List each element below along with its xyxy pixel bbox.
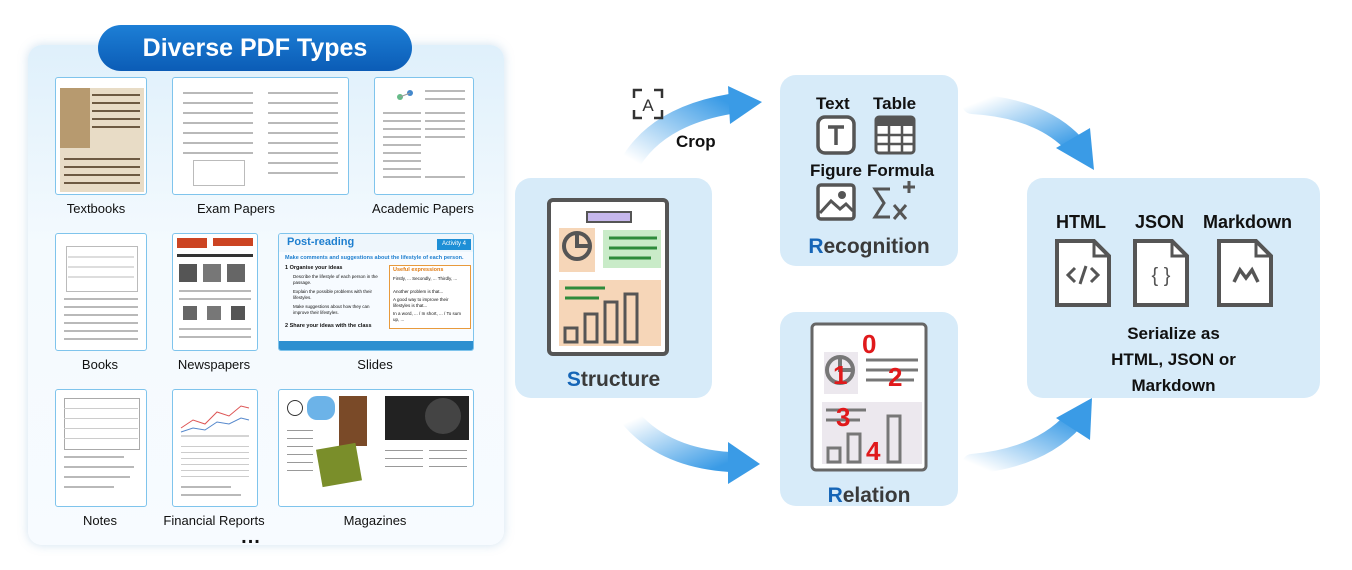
html-file-icon [1054, 238, 1112, 308]
textbooks-label: Textbooks [66, 201, 126, 216]
svg-text:A: A [642, 96, 654, 115]
slide-expression-4: In a word, ... / In short, ... / To sum … [393, 311, 461, 322]
newspapers-label: Newspapers [177, 357, 251, 372]
arrow-to-relation [622, 410, 760, 484]
slide-bullet-2: Explain the possible problems with their… [293, 289, 373, 300]
markdown-format-label: Markdown [1203, 212, 1293, 232]
academic-paper-thumbnail [374, 77, 474, 195]
recognition-box: Text Table Figure Formula Recognition [780, 75, 958, 266]
order-number-3: 3 [836, 402, 851, 432]
markdown-file-icon [1216, 238, 1274, 308]
recognition-title: Recognition [808, 235, 930, 258]
slide-instruction: Make comments and suggestions about the … [285, 255, 464, 261]
relation-document-icon [810, 322, 928, 472]
order-number-0: 0 [862, 329, 877, 359]
slide-expression-1: Firstly, ... Secondly, ... Thirdly, ... [393, 276, 458, 281]
magazines-label: Magazines [343, 513, 407, 528]
slide-badge: Activity 4 [437, 239, 471, 250]
serialize-caption: Serialize as HTML, JSON or Markdown [1027, 321, 1320, 399]
relation-box: 0 1 2 3 4 Relation [780, 312, 958, 507]
figure-label: Figure [810, 161, 862, 180]
text-label: Text [816, 94, 850, 113]
arrow-recognition-to-output [962, 94, 1094, 170]
slide-expression-3: A good way to improve their lifestyles i… [393, 297, 449, 308]
serialize-caption-line-1: Serialize as [1127, 324, 1220, 343]
magazine-thumbnail [278, 389, 474, 507]
slide-bullet-1: Describe the lifestyle of each person in… [293, 274, 378, 285]
crop-label: Crop [676, 132, 716, 151]
structure-title: Structure [566, 368, 661, 391]
slide-expression-2: Another problem is that... [393, 289, 444, 294]
financial-report-thumbnail [172, 389, 258, 507]
slide-thumbnail: Post-reading Activity 4 Make comments an… [278, 233, 474, 351]
more-types-ellipsis: ... [241, 526, 261, 548]
book-thumbnail [55, 233, 147, 351]
structure-box: Structure [515, 178, 712, 398]
books-label: Books [81, 357, 119, 372]
svg-text:{ }: { } [1152, 265, 1171, 287]
financial-reports-label: Financial Reports [163, 513, 265, 528]
formula-type-icon [872, 179, 918, 228]
arrow-relation-to-output [962, 398, 1092, 474]
output-formats-box: HTML JSON Markdown { } Serialize as HTML… [1027, 178, 1320, 398]
notes-label: Notes [83, 513, 117, 528]
slides-label: Slides [357, 357, 393, 372]
table-label: Table [873, 94, 917, 113]
relation-title: Relation [827, 484, 911, 507]
layout-document-icon [547, 198, 669, 356]
html-format-label: HTML [1056, 212, 1106, 232]
exam-paper-thumbnail [172, 77, 349, 195]
slide-expressions-box: Useful expressions Firstly, ... Secondly… [389, 265, 471, 329]
crop-icon: A [632, 88, 664, 120]
panel-title: Diverse PDF Types [98, 25, 412, 71]
slide-heading: Post-reading [287, 236, 355, 248]
json-file-icon: { } [1132, 238, 1190, 308]
newspaper-thumbnail [172, 233, 258, 351]
slide-bullet-3: Make suggestions about how they can impr… [293, 304, 370, 315]
slide-step2: 2 Share your ideas with the class [285, 323, 372, 329]
slide-step1: 1 Organise your ideas [285, 265, 343, 271]
slide-expressions-title: Useful expressions [393, 267, 444, 273]
order-number-1: 1 [833, 360, 848, 390]
text-type-icon [816, 115, 856, 160]
json-format-label: JSON [1135, 212, 1185, 232]
formula-label: Formula [867, 161, 935, 180]
serialize-caption-line-2: HTML, JSON or [1111, 350, 1236, 369]
serialize-caption-line-3: Markdown [1131, 376, 1216, 395]
order-number-4: 4 [866, 436, 881, 466]
notes-thumbnail [55, 389, 147, 507]
exam-papers-label: Exam Papers [196, 201, 276, 216]
table-type-icon [874, 115, 916, 160]
textbook-thumbnail [55, 77, 147, 195]
arrow-to-recognition [622, 86, 762, 170]
figure-type-icon [816, 183, 856, 226]
order-number-2: 2 [888, 362, 903, 392]
academic-papers-label: Academic Papers [372, 201, 474, 216]
